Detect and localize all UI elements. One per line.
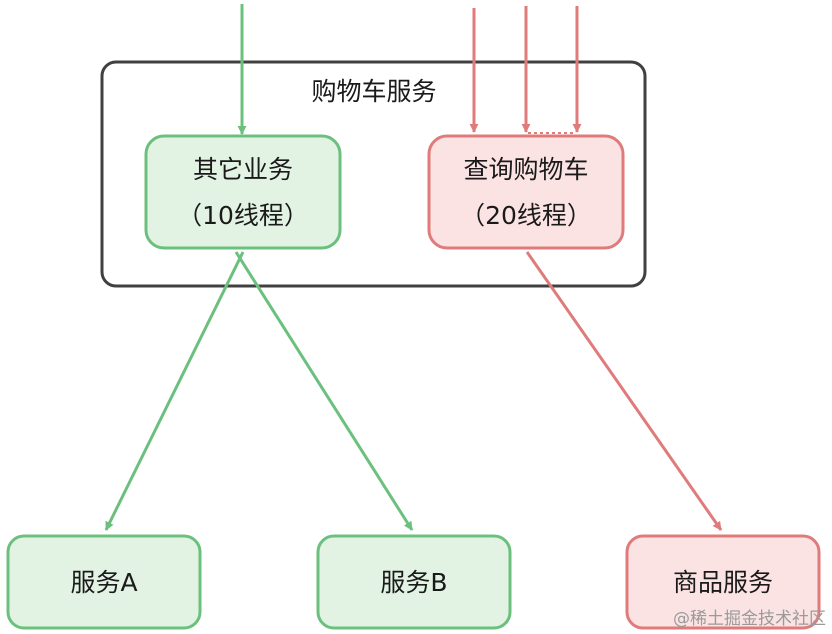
- watermark: @稀土掘金技术社区: [673, 609, 826, 629]
- arrow-to-service-b: [234, 251, 414, 531]
- query-cart-threads: （20线程）: [460, 201, 592, 230]
- product-service-label: 商品服务: [673, 568, 773, 597]
- cart-service-title: 购物车服务: [311, 77, 436, 106]
- service-b-label: 服务B: [380, 568, 447, 597]
- arrow-to-product-service: [525, 251, 723, 531]
- service-b-node: [316, 534, 512, 630]
- service-a-node: [6, 534, 202, 630]
- query-cart-label: 查询购物车: [463, 155, 588, 184]
- other-business-label: 其它业务: [193, 155, 293, 184]
- other-business-node: [144, 134, 342, 250]
- service-a-label: 服务A: [70, 568, 137, 597]
- product-service-node: [625, 534, 821, 630]
- other-business-threads: （10线程）: [177, 201, 309, 230]
- query-cart-node: [427, 134, 625, 250]
- arrow-to-service-a: [104, 251, 245, 531]
